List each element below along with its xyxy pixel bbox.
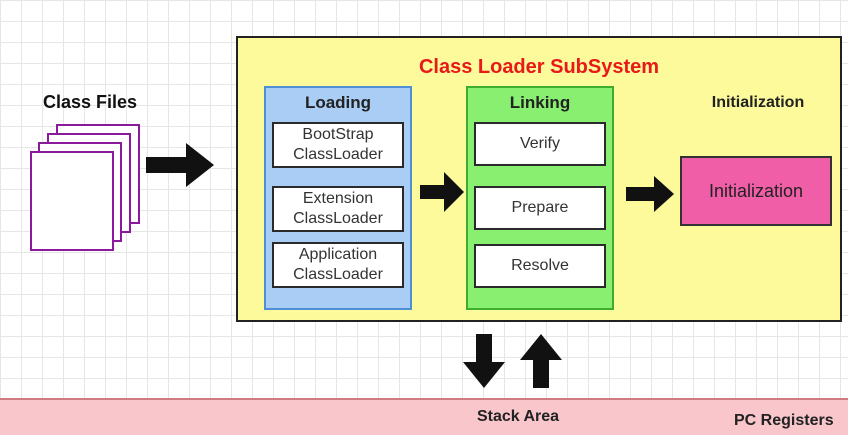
subsystem-title: Class Loader SubSystem xyxy=(418,56,660,78)
initialization-box-label: Initialization xyxy=(708,180,804,201)
class-files-label: Class Files xyxy=(42,92,138,112)
application-classloader-box: Application ClassLoader xyxy=(272,242,404,288)
pc-registers-label: PC Registers xyxy=(734,412,834,429)
initialization-heading: Initialization xyxy=(711,94,805,111)
runtime-data-area-band xyxy=(0,398,848,435)
verify-box: Verify xyxy=(474,122,606,166)
right-arrow-icon xyxy=(626,176,674,212)
initialization-box: Initialization xyxy=(680,156,832,226)
resolve-box: Resolve xyxy=(474,244,606,288)
class-files-icon xyxy=(30,124,142,254)
stack-area-label: Stack Area xyxy=(476,408,560,425)
file-page xyxy=(30,151,114,251)
up-arrow-icon xyxy=(520,334,562,388)
resolve-label: Resolve xyxy=(511,257,569,274)
verify-label: Verify xyxy=(519,135,560,152)
bootstrap-classloader-label: BootStrap ClassLoader xyxy=(293,126,383,163)
loading-panel: Loading BootStrap ClassLoader Extension … xyxy=(264,86,412,310)
down-arrow-icon xyxy=(463,334,505,388)
right-arrow-icon xyxy=(146,143,214,187)
linking-panel: Linking Verify Prepare Resolve xyxy=(466,86,614,310)
linking-title: Linking xyxy=(509,93,571,112)
extension-classloader-box: Extension ClassLoader xyxy=(272,186,404,232)
application-classloader-label: Application ClassLoader xyxy=(293,246,383,283)
prepare-label: Prepare xyxy=(511,199,569,216)
loading-title: Loading xyxy=(304,93,372,112)
bootstrap-classloader-box: BootStrap ClassLoader xyxy=(272,122,404,168)
extension-classloader-label: Extension ClassLoader xyxy=(293,190,383,227)
class-loader-subsystem: Class Loader SubSystem Loading BootStrap… xyxy=(236,36,842,322)
right-arrow-icon xyxy=(420,172,464,212)
prepare-box: Prepare xyxy=(474,186,606,230)
